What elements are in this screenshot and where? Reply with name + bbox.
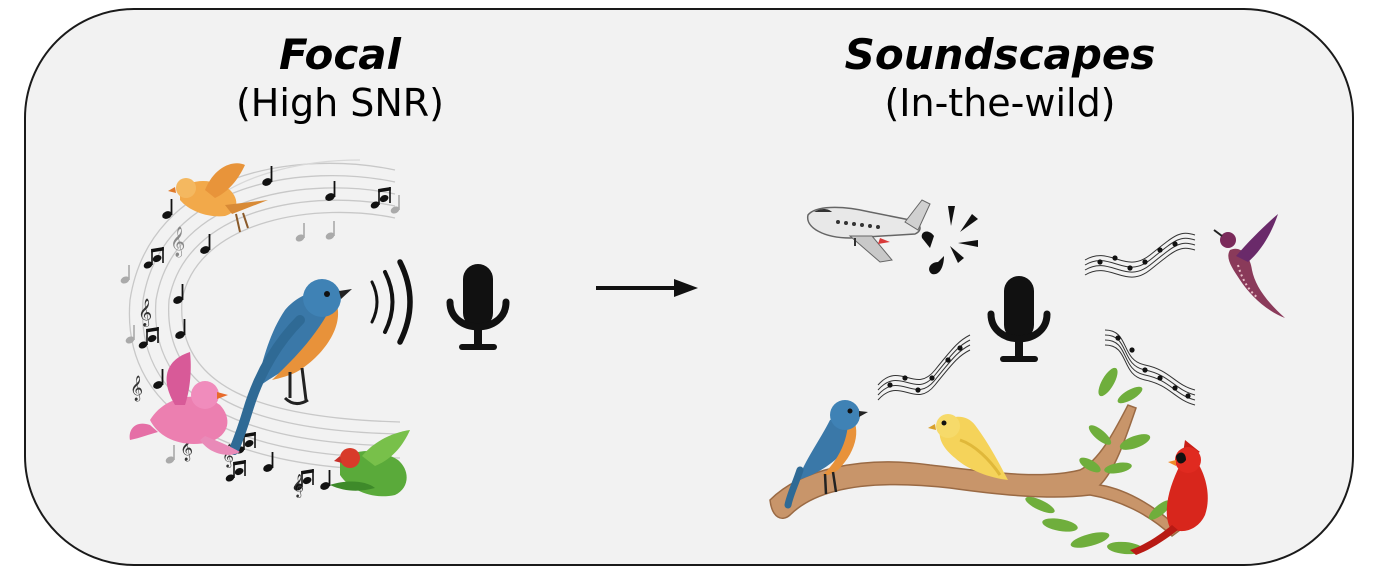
microphone-icon-soundscape [987, 276, 1051, 362]
bluebird-icon [229, 279, 352, 455]
svg-text:𝄞: 𝄞 [130, 375, 143, 401]
noise-burst-icon [921, 206, 978, 275]
svg-text:𝄞: 𝄞 [292, 473, 304, 498]
music-swirl-icon [128, 159, 401, 471]
hummingbird-icon [1213, 214, 1285, 318]
music-notes: 𝄞 𝄞 𝄞 𝄞 𝄞 𝄞 [119, 166, 401, 498]
soundscapes-title: Soundscapes [844, 30, 1156, 79]
focal-title: Focal [279, 30, 401, 79]
soundscapes-subtitle: (In-the-wild) [884, 81, 1116, 125]
bluebird-icon-soundscape [784, 400, 868, 509]
svg-text:𝄞: 𝄞 [170, 226, 185, 258]
staff-notes [887, 241, 1191, 399]
svg-text:𝄞: 𝄞 [138, 298, 152, 327]
svg-text:𝄞: 𝄞 [222, 443, 234, 468]
music-staff-icon [877, 232, 1196, 406]
pink-bird-icon [129, 352, 240, 455]
cardinal-icon [1130, 440, 1208, 555]
yellow-bird-icon [928, 414, 1008, 480]
soundscapes-heading: Soundscapes (In-the-wild) [810, 30, 1190, 126]
airplane-icon [807, 199, 931, 263]
sound-waves-icon [370, 259, 413, 345]
focal-heading: Focal (High SNR) [160, 30, 520, 126]
parrot-icon [330, 430, 410, 497]
arrow-icon [596, 279, 698, 297]
orange-bird-icon [168, 163, 268, 233]
focal-subtitle: (High SNR) [235, 81, 445, 125]
microphone-icon [446, 264, 510, 350]
